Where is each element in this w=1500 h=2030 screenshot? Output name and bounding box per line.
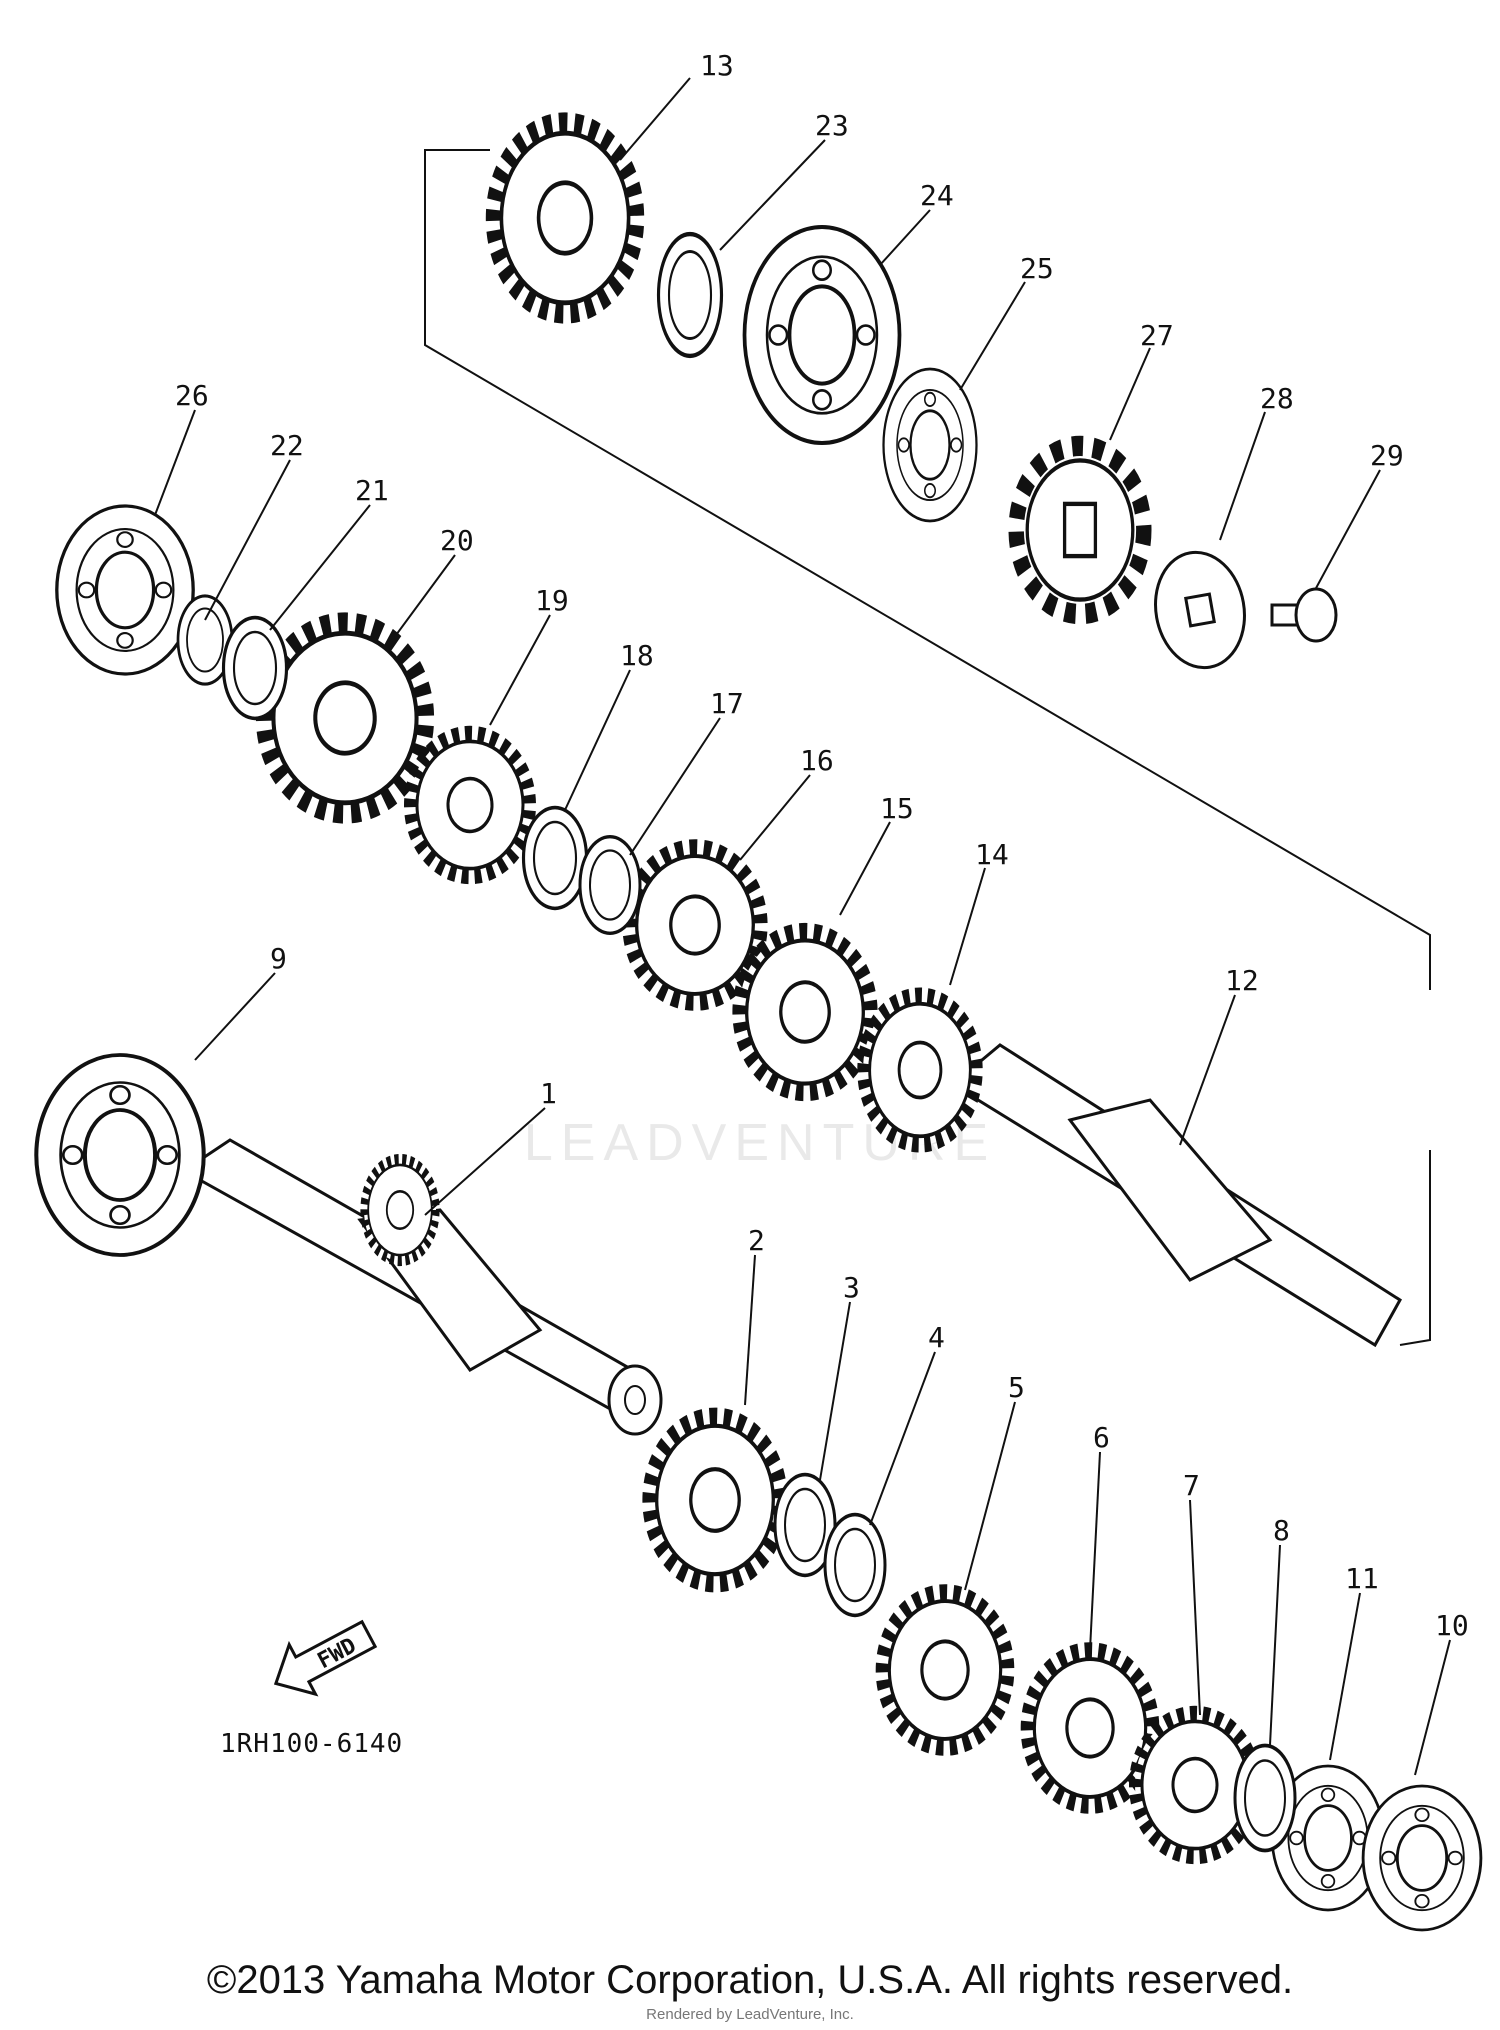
- rendered-by-note: Rendered by LeadVenture, Inc.: [646, 2006, 854, 2023]
- gear-1: [364, 1159, 436, 1261]
- part-label-19: 19: [535, 584, 569, 617]
- bearing-26: [55, 504, 195, 676]
- part-label-6: 6: [1093, 1421, 1110, 1454]
- assembly-outline-lower: [1399, 1150, 1431, 1346]
- oil-seal-25: [882, 367, 978, 523]
- bearing-9: [36, 1055, 203, 1255]
- copyright-notice: ©2013 Yamaha Motor Corporation, U.S.A. A…: [206, 1958, 1294, 2002]
- part-label-15: 15: [880, 792, 914, 825]
- gear-5: [874, 1582, 1016, 1758]
- part-label-16: 16: [800, 744, 834, 777]
- leader-lines: [154, 77, 1451, 1776]
- bearing-24: [745, 227, 900, 443]
- part-label-7: 7: [1183, 1469, 1200, 1502]
- part-number-labels: 13 23 24 25 27 28 29 26 22 21 20 19 18 1…: [175, 49, 1469, 1642]
- washer-8: [1233, 1743, 1297, 1853]
- part-label-21: 21: [355, 474, 389, 507]
- part-label-27: 27: [1140, 319, 1174, 352]
- gear-2: [640, 1405, 789, 1595]
- part-label-25: 25: [1020, 252, 1054, 285]
- part-label-4: 4: [928, 1321, 945, 1354]
- washer-21: [221, 615, 289, 721]
- washer-23: [659, 234, 722, 356]
- gear-13: [484, 110, 647, 327]
- part-label-28: 28: [1260, 382, 1294, 415]
- part-label-9: 9: [270, 942, 287, 975]
- part-label-10: 10: [1435, 1609, 1469, 1642]
- exploded-parts-diagram: LEADVENTURE: [0, 49, 1483, 1932]
- part-label-20: 20: [440, 524, 474, 557]
- part-label-8: 8: [1273, 1514, 1290, 1547]
- drive-axle-shaft: [968, 1043, 1402, 1348]
- sprocket-27: [1008, 435, 1152, 625]
- circlip-4: [823, 1512, 887, 1618]
- part-label-29: 29: [1370, 439, 1404, 472]
- part-label-14: 14: [975, 838, 1009, 871]
- part-label-17: 17: [710, 687, 744, 720]
- part-label-23: 23: [815, 109, 849, 142]
- part-label-24: 24: [920, 179, 954, 212]
- forward-direction-arrow: FWD: [273, 1619, 378, 1697]
- part-label-1: 1: [540, 1077, 557, 1110]
- assembly-outline: [424, 149, 1431, 990]
- bolt-29: [1270, 587, 1338, 643]
- part-label-3: 3: [843, 1271, 860, 1304]
- part-label-11: 11: [1345, 1562, 1379, 1595]
- figure-code: 1RH100-6140: [220, 1729, 403, 1759]
- lock-washer-28: [1154, 550, 1246, 670]
- part-label-18: 18: [620, 639, 654, 672]
- oil-seal-10: [1361, 1784, 1483, 1932]
- part-label-22: 22: [270, 429, 304, 462]
- part-label-26: 26: [175, 379, 209, 412]
- part-label-2: 2: [748, 1224, 765, 1257]
- part-label-13: 13: [700, 49, 734, 82]
- circlip-17: [578, 834, 642, 936]
- washer-18: [521, 805, 589, 911]
- part-label-12: 12: [1225, 964, 1259, 997]
- part-label-5: 5: [1008, 1371, 1025, 1404]
